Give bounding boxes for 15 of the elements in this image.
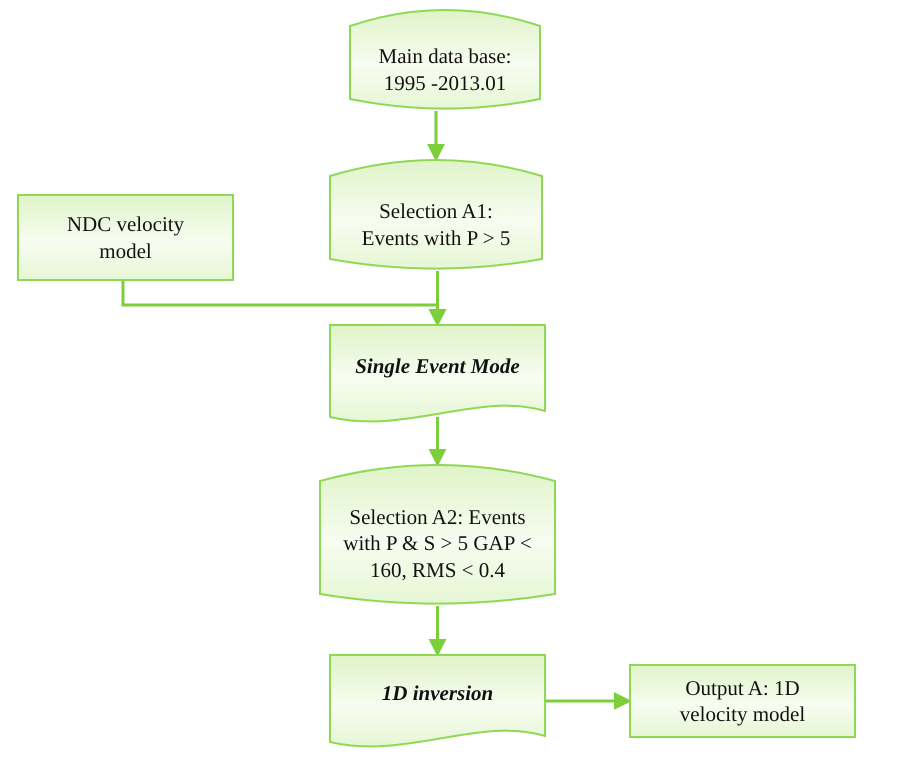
step-title: Single Event Mode	[355, 352, 520, 380]
node-label: Main data base: 1995 -2013.01	[378, 43, 512, 96]
node-label: Output A: 1D velocity model	[678, 674, 806, 728]
arrow	[122, 280, 446, 327]
node-label: Selection A1: Events with P > 5	[360, 198, 512, 251]
process-box	[18, 195, 233, 280]
document-shape	[330, 325, 545, 425]
node-label: Selection A2: Events with P & S > 5 GAP < 160, RMS < 0.4	[342, 504, 533, 583]
arrow	[428, 606, 446, 657]
process-box	[630, 665, 855, 737]
arrow	[427, 111, 445, 162]
node-label: NDC velocity model	[66, 211, 186, 264]
step-title: 1D inversion	[382, 680, 494, 707]
document-shape	[330, 655, 545, 750]
arrow	[428, 417, 446, 467]
